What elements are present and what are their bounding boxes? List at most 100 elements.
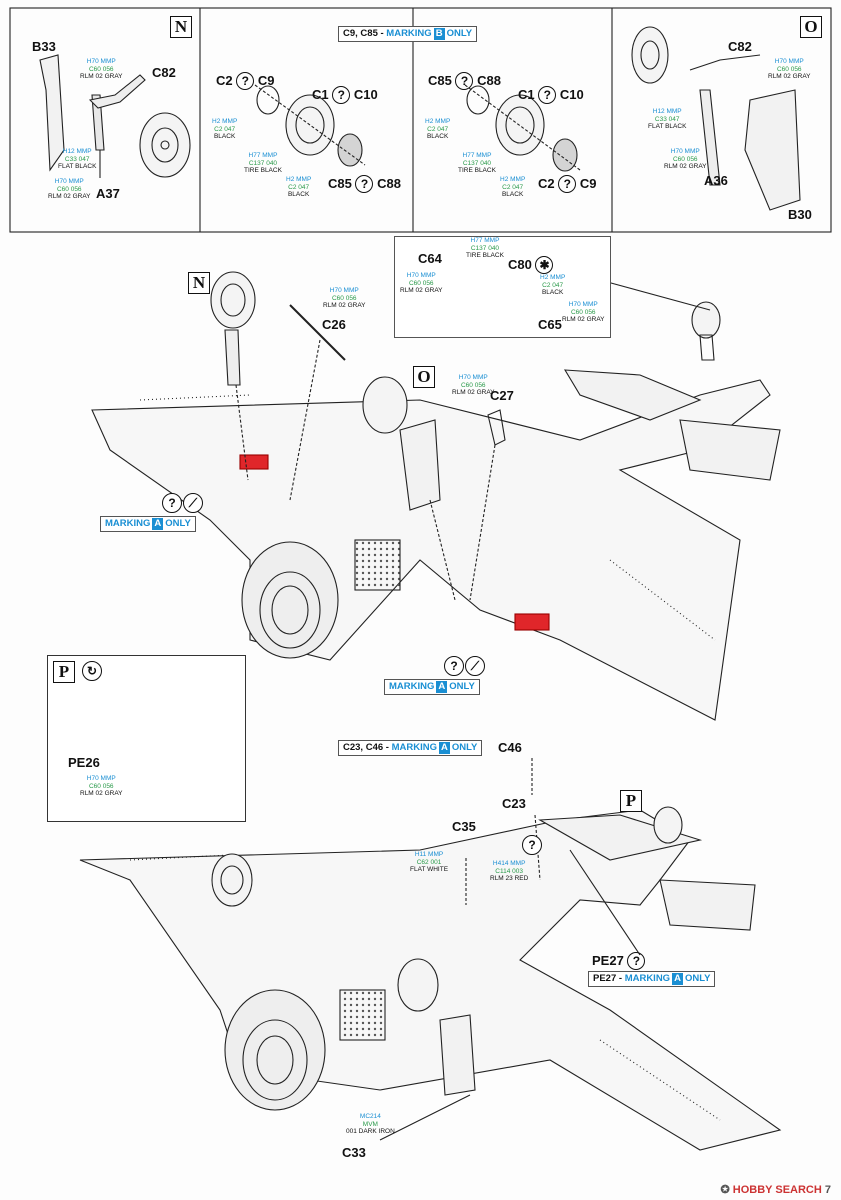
paint-sub: C2 047: [542, 281, 564, 289]
part-a36-label: A36: [704, 173, 728, 188]
paint-name: TIRE BLACK: [458, 167, 496, 174]
paint-code: H12 MMP: [62, 148, 92, 155]
question-icon: ?: [162, 493, 182, 513]
paint-callout-c23: H414 MMP C114 003 RLM 23 RED: [490, 860, 528, 883]
paint-sub: C137 040: [470, 244, 500, 252]
paint-name: RLM 02 GRAY: [80, 73, 123, 80]
paint-name: BLACK: [501, 191, 524, 198]
paint-callout-inset2: H70 MMP C60 056 RLM 02 GRAY: [400, 272, 443, 295]
paint-code: H70 MMP: [54, 178, 84, 185]
paint-callout-b3: H2 MMP C2 047 BLACK: [286, 176, 311, 199]
question-icon: ?: [558, 175, 577, 193]
panel-o-letter-box: O: [800, 16, 822, 38]
paint-callout-balt1: H2 MMP C2 047 BLACK: [425, 118, 450, 141]
footer-brand: ✪ HOBBY SEARCH 7: [721, 1183, 832, 1196]
paint-name: FLAT BLACK: [58, 163, 97, 170]
question-icon: ?: [538, 86, 557, 104]
paint-code: H70 MMP: [406, 272, 436, 279]
part-c85-alt-label: C85 ? C88: [428, 72, 501, 90]
paint-callout-c27: H70 MMP C60 056 RLM 02 GRAY: [452, 374, 495, 397]
part-c33-label: C33: [342, 1145, 366, 1160]
paint-name: RLM 02 GRAY: [80, 790, 123, 797]
paint-name: FLAT WHITE: [410, 866, 449, 873]
paint-name: TIRE BLACK: [466, 252, 504, 259]
marking-word: MARKING: [624, 973, 671, 984]
question-icon: ?: [355, 175, 374, 193]
paint-sub: C60 056: [460, 381, 486, 389]
paint-code: H70 MMP: [329, 287, 359, 294]
paint-code: H2 MMP: [286, 176, 312, 183]
paint-callout-inset1: H77 MMP C137 040 TIRE BLACK: [466, 237, 504, 260]
paint-sub: C2 047: [288, 183, 310, 191]
paint-name: RLM 02 GRAY: [48, 193, 91, 200]
paint-sub: C60 056: [88, 782, 114, 790]
paint-name: BLACK: [426, 133, 449, 140]
marking-letter: A: [438, 742, 450, 754]
part-c88: C88: [477, 73, 501, 88]
paint-callout-inset4: H70 MMP C60 056 RLM 02 GRAY: [562, 301, 605, 324]
marking-letter: B: [433, 28, 445, 40]
tailwheel-inset: [394, 236, 611, 338]
paint-callout-c35: H11 MMP C62 001 FLAT WHITE: [410, 851, 448, 874]
paint-code: H77 MMP: [470, 237, 500, 244]
star-icon: ✱: [535, 256, 554, 274]
question-icon: ?: [522, 835, 542, 855]
paint-code: H77 MMP: [462, 152, 492, 159]
marking-letter: A: [436, 681, 448, 693]
marking-word: MARKING: [386, 28, 432, 39]
paint-sub: C137 040: [462, 159, 492, 167]
paint-code: H70 MMP: [568, 301, 598, 308]
paint-sub: C60 056: [88, 65, 114, 73]
only-word: ONLY: [684, 973, 711, 984]
paint-code: MC214: [359, 1113, 381, 1120]
part-b30-label: B30: [788, 207, 812, 222]
paint-name: RLM 02 GRAY: [664, 163, 707, 170]
paint-callout-c26: H70 MMP C60 056 RLM 02 GRAY: [323, 287, 366, 310]
part-c2: C2: [538, 176, 555, 191]
paint-code: H12 MMP: [652, 108, 682, 115]
part-c82-label: C82: [152, 65, 176, 80]
paint-callout-n1: H70 MMP C60 056 RLM 02 GRAY: [80, 58, 123, 81]
title-prefix: PE27 -: [593, 973, 625, 984]
paint-sub: C60 056: [331, 294, 357, 302]
part-c2-label: C2 ? C9: [216, 72, 275, 90]
paint-callout-o1: H70 MMP C60 056 RLM 02 GRAY: [768, 58, 811, 81]
paint-name: BLACK: [541, 289, 564, 296]
paint-sub: C60 056: [56, 185, 82, 193]
paint-name: 001 DARK IRON: [346, 1128, 395, 1135]
panel-n-letter-box: N: [170, 16, 192, 38]
part-c1-alt-label: C1 ? C10: [518, 86, 584, 104]
detail-box-p: [47, 655, 246, 822]
paint-sub: C60 056: [776, 65, 802, 73]
paint-code: H2 MMP: [500, 176, 526, 183]
paint-code: H2 MMP: [212, 118, 238, 125]
part-c82-o-label: C82: [728, 39, 752, 54]
part-c64-label: C64: [418, 251, 442, 266]
paint-code: H2 MMP: [425, 118, 451, 125]
paint-name: RLM 02 GRAY: [452, 389, 495, 396]
part-pe26-label: PE26: [68, 755, 100, 770]
question-icon: ?: [236, 72, 255, 90]
glue-icon: ⟋: [183, 493, 203, 513]
only-word: ONLY: [451, 742, 478, 753]
part-a37-label: A37: [96, 186, 120, 201]
paint-callout-balt2: H77 MMP C137 040 TIRE BLACK: [458, 152, 496, 175]
part-c2-alt-label: C2 ? C9: [538, 175, 597, 193]
paint-sub: C114 003: [495, 867, 523, 875]
part-c85: C85: [428, 73, 452, 88]
part-c65-label: C65: [538, 317, 562, 332]
paint-sub: C2 047: [214, 125, 236, 133]
paint-code: H2 MMP: [540, 274, 566, 281]
paint-code: H70 MMP: [86, 775, 116, 782]
middle-n-letter-box: N: [188, 272, 210, 294]
part-c1-label: C1 ? C10: [312, 86, 378, 104]
paint-code: H77 MMP: [248, 152, 278, 159]
paint-callout-c33: MC214 MVM 001 DARK IRON: [346, 1113, 395, 1136]
paint-callout-b1: H2 MMP C2 047 BLACK: [212, 118, 237, 141]
brand-logo-icon: ✪: [720, 1184, 730, 1196]
